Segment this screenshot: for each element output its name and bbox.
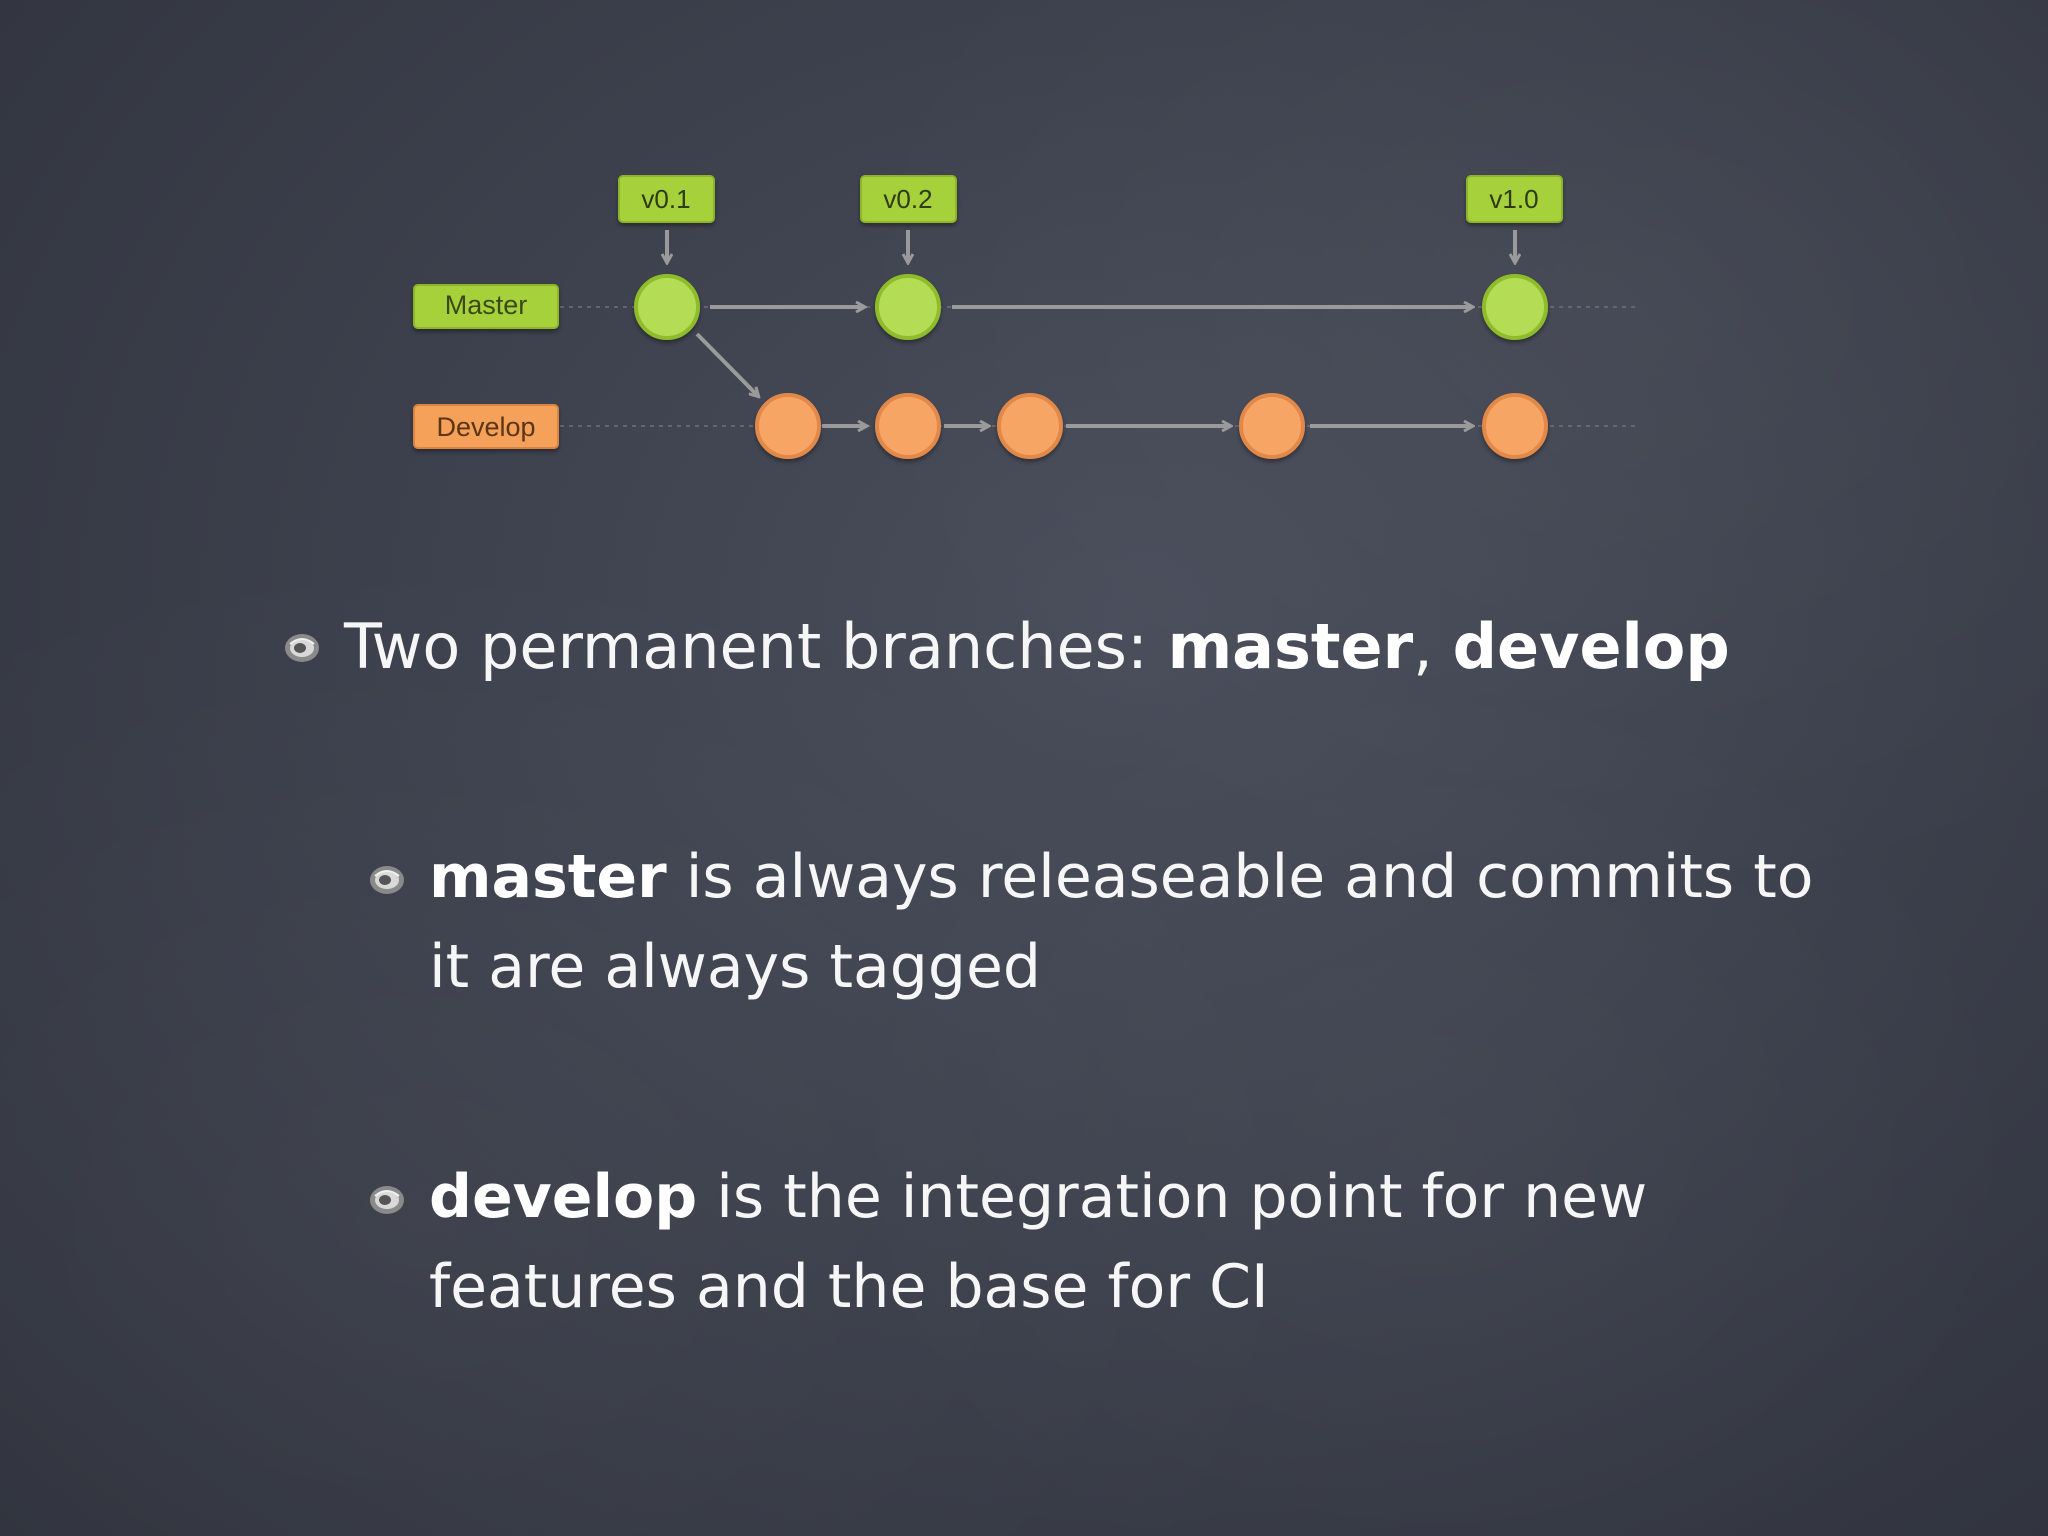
- develop-commit-3: [997, 393, 1063, 459]
- bullet-master-description: master is always releaseable and commits…: [367, 832, 1867, 1012]
- svg-text:Master: Master: [445, 290, 528, 320]
- bullet-text: Two permanent branches: master, develop: [344, 600, 1730, 693]
- swirl-bullet-icon: [285, 634, 319, 662]
- develop-branch-label: Develop: [413, 404, 559, 449]
- branch-off-arrow: [695, 332, 758, 396]
- develop-commit-4: [1239, 393, 1305, 459]
- develop-commits: [755, 393, 1548, 459]
- bold-develop: develop: [1452, 610, 1730, 683]
- svg-text:Develop: Develop: [436, 412, 535, 442]
- separator: ,: [1413, 610, 1453, 683]
- tag-v01: v0.1: [618, 175, 715, 223]
- bold-master: master: [1167, 610, 1414, 683]
- master-commits: [634, 274, 1548, 340]
- develop-commit-5: [1482, 393, 1548, 459]
- master-commit-2: [875, 274, 941, 340]
- bullet-rest-text: is the integration point for new feature…: [429, 1162, 1648, 1322]
- bullet-rest-text: is always releaseable and commits to it …: [429, 842, 1814, 1002]
- tag-v10: v1.0: [1466, 175, 1563, 223]
- swirl-bullet-icon: [370, 866, 404, 894]
- bold-develop: develop: [429, 1162, 698, 1232]
- diagram-arrows: [667, 230, 1515, 426]
- develop-commit-2: [875, 393, 941, 459]
- bullet-plain-text: Two permanent branches:: [344, 610, 1168, 683]
- bullet-develop-description: develop is the integration point for new…: [367, 1152, 1867, 1332]
- bold-master: master: [429, 842, 667, 912]
- git-branch-diagram: Master Develop v0.1 v0.2 v1.0: [413, 175, 1640, 459]
- bullet-two-branches: Two permanent branches: master, develop: [282, 600, 1882, 693]
- svg-text:v0.1: v0.1: [641, 184, 690, 214]
- swirl-bullet-icon: [370, 1186, 404, 1214]
- svg-text:v0.2: v0.2: [883, 184, 932, 214]
- develop-commit-1: [755, 393, 821, 459]
- master-commit-1: [634, 274, 700, 340]
- tag-v02: v0.2: [860, 175, 957, 223]
- bullet-text: master is always releaseable and commits…: [429, 832, 1867, 1012]
- bullet-text: develop is the integration point for new…: [429, 1152, 1867, 1332]
- svg-text:v1.0: v1.0: [1489, 184, 1538, 214]
- master-branch-label: Master: [413, 284, 559, 329]
- master-commit-3: [1482, 274, 1548, 340]
